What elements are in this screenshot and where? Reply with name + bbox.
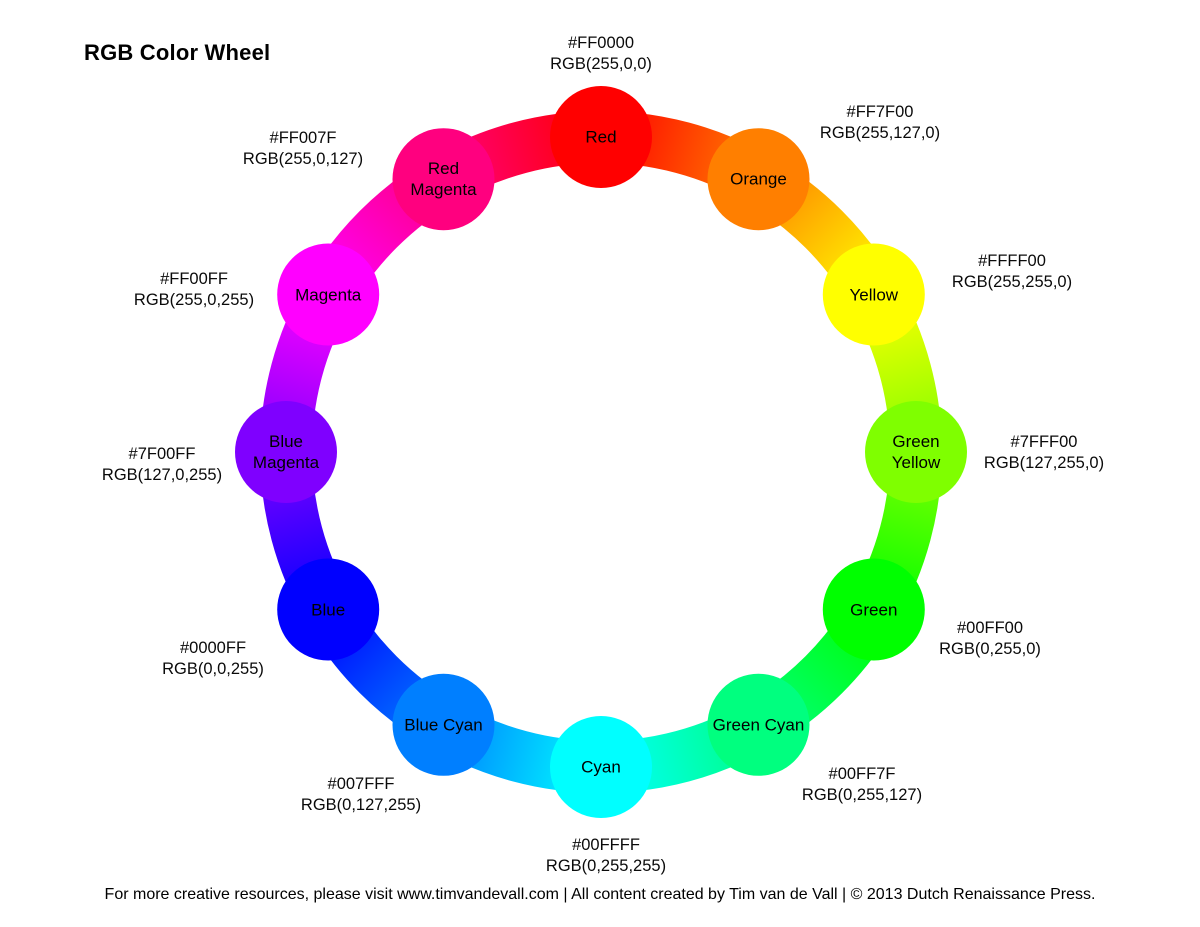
color-value-label-blue-magenta: #7F00FF RGB(127,0,255) bbox=[102, 444, 222, 486]
color-node-name-blue-magenta: Blue Magenta bbox=[252, 432, 320, 472]
hex-code-green-cyan: #00FF7F bbox=[828, 765, 896, 783]
color-node-circle-magenta bbox=[277, 243, 380, 346]
color-node-circle-cyan bbox=[550, 716, 652, 818]
color-node-name-green: Green bbox=[850, 600, 898, 619]
rgb-value-yellow: RGB(255,255,0) bbox=[951, 273, 1073, 291]
color-value-label-green-cyan: #00FF7F RGB(0,255,127) bbox=[802, 764, 922, 806]
rgb-value-orange: RGB(255,127,0) bbox=[819, 124, 941, 142]
rgb-value-blue-magenta: RGB(127,0,255) bbox=[101, 466, 223, 484]
color-node-name-cyan: Cyan bbox=[581, 757, 621, 777]
hex-code-green: #00FF00 bbox=[956, 619, 1024, 637]
color-node-circle-green-yellow bbox=[865, 401, 967, 503]
color-node-circle-blue-magenta bbox=[235, 401, 337, 503]
color-node-name-green-yellow: Green Yellow bbox=[891, 432, 941, 472]
hex-code-blue: #0000FF bbox=[179, 639, 247, 657]
color-value-label-cyan: #00FFFF RGB(0,255,255) bbox=[546, 835, 666, 877]
color-node-circle-yellow bbox=[822, 243, 925, 346]
color-node-circle-green bbox=[822, 558, 925, 661]
color-value-label-blue-cyan: #007FFF RGB(0,127,255) bbox=[301, 774, 421, 816]
color-node-name-blue: Blue bbox=[311, 600, 346, 619]
color-node-name-green-cyan: Green Cyan bbox=[712, 715, 805, 735]
rgb-value-green: RGB(0,255,0) bbox=[939, 640, 1041, 658]
hex-code-red: #FF0000 bbox=[567, 34, 635, 52]
hex-code-cyan: #00FFFF bbox=[572, 836, 640, 854]
hex-code-green-yellow: #7FFF00 bbox=[1010, 433, 1078, 451]
hex-code-magenta: #FF00FF bbox=[160, 270, 228, 288]
color-node-name-blue-cyan: Blue Cyan bbox=[404, 715, 483, 735]
rgb-value-magenta: RGB(255,0,255) bbox=[133, 291, 255, 309]
rgb-value-red-magenta: RGB(255,0,127) bbox=[242, 150, 364, 168]
rgb-value-green-yellow: RGB(127,255,0) bbox=[983, 454, 1105, 472]
rgb-value-green-cyan: RGB(0,255,127) bbox=[801, 786, 923, 804]
color-node-circle-orange bbox=[707, 128, 810, 231]
rgb-value-blue-cyan: RGB(0,127,255) bbox=[300, 796, 422, 814]
color-node-circle-blue-cyan bbox=[392, 673, 495, 776]
color-node-circle-green-cyan bbox=[707, 673, 810, 776]
color-node-name-magenta: Magenta bbox=[295, 285, 362, 304]
color-node-circle-red-magenta bbox=[392, 128, 495, 231]
footer-credit: For more creative resources, please visi… bbox=[104, 886, 1096, 903]
rgb-value-red: RGB(255,0,0) bbox=[550, 55, 652, 73]
hex-code-blue-cyan: #007FFF bbox=[327, 775, 395, 793]
color-node-circle-blue bbox=[277, 558, 380, 661]
color-value-label-blue: #0000FF RGB(0,0,255) bbox=[162, 638, 264, 680]
page-title: RGB Color Wheel bbox=[84, 40, 271, 65]
color-node-circle-red bbox=[550, 86, 652, 188]
hex-code-orange: #FF7F00 bbox=[846, 103, 914, 121]
rgb-value-cyan: RGB(0,255,255) bbox=[545, 857, 667, 875]
hex-code-yellow: #FFFF00 bbox=[978, 252, 1046, 270]
hex-code-blue-magenta: #7F00FF bbox=[128, 445, 196, 463]
color-value-label-red-magenta: #FF007F RGB(255,0,127) bbox=[243, 128, 363, 170]
color-node-name-yellow: Yellow bbox=[849, 285, 899, 304]
color-value-label-magenta: #FF00FF RGB(255,0,255) bbox=[134, 269, 254, 311]
color-node-name-red-magenta: Red Magenta bbox=[410, 159, 477, 200]
hex-code-red-magenta: #FF007F bbox=[269, 129, 337, 147]
color-node-name-red: Red bbox=[585, 127, 617, 147]
rgb-value-blue: RGB(0,0,255) bbox=[162, 660, 264, 678]
color-node-name-orange: Orange bbox=[730, 169, 787, 189]
